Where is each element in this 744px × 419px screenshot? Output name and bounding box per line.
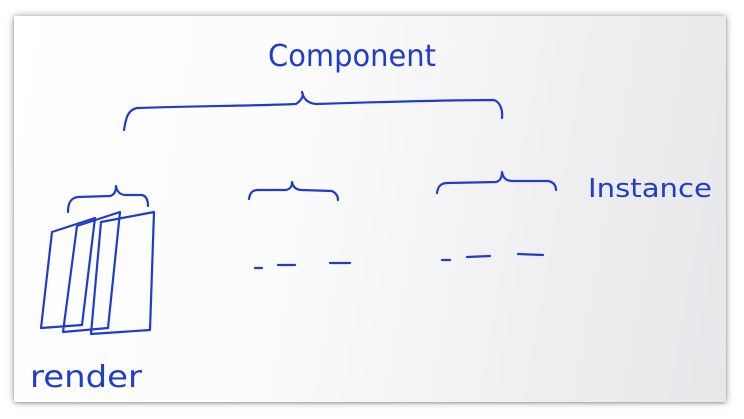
middle-ellipsis-dashes xyxy=(253,261,352,270)
instance-brace-1 xyxy=(66,184,150,214)
render-frames-stack xyxy=(39,210,156,336)
instance-label: Instance xyxy=(588,174,712,204)
component-brace xyxy=(122,90,504,132)
render-frame-1 xyxy=(39,216,97,330)
whiteboard-canvas xyxy=(14,16,726,402)
render-frame-3 xyxy=(89,210,156,336)
instance-brace-2 xyxy=(247,180,340,202)
instance-brace-3 xyxy=(435,170,558,195)
right-ellipsis-dashes xyxy=(440,252,545,262)
render-label: render xyxy=(30,360,143,395)
component-label: Component xyxy=(268,39,436,74)
render-frame-2 xyxy=(61,210,122,334)
